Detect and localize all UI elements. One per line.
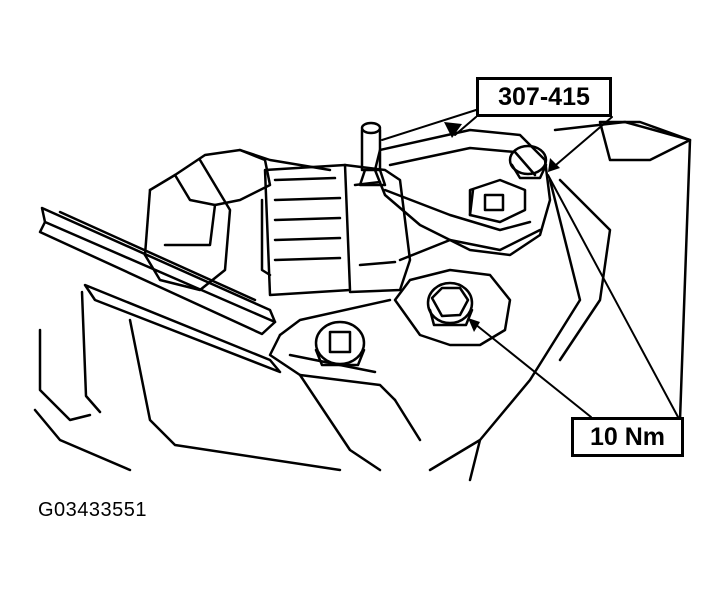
torque-spec-callout: 10 Nm [571, 417, 684, 457]
lower-bolt-right [426, 281, 474, 327]
transmission-case [393, 120, 692, 482]
alignment-pin [358, 121, 387, 187]
housing-cover [143, 148, 332, 292]
lower-frame [268, 298, 422, 472]
sensor-lever [373, 128, 552, 257]
leader-lines [381, 109, 679, 418]
upper-bolt [508, 144, 548, 180]
tool-number-callout: 307-415 [476, 77, 612, 117]
figure-id-label: G03433551 [38, 499, 148, 521]
leader-arrowheads [444, 122, 560, 332]
range-sensor-body [260, 163, 412, 297]
lower-bolt-left [314, 320, 366, 367]
mounting-rail [33, 206, 342, 472]
